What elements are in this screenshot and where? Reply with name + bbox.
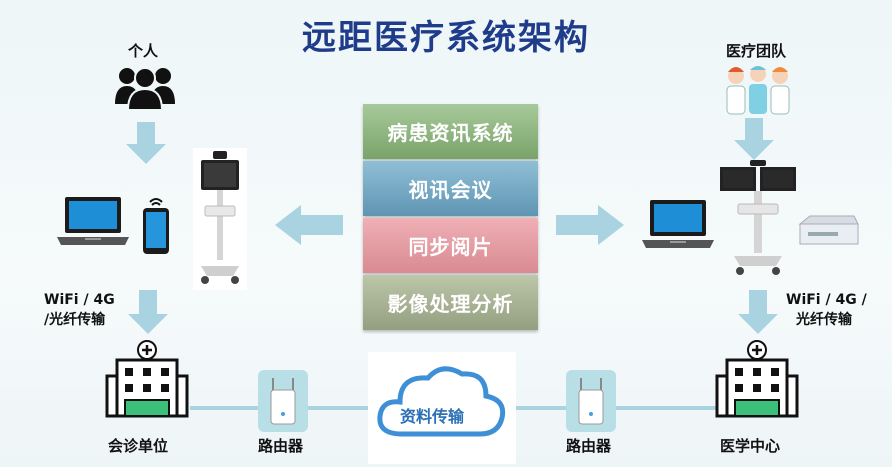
router-label: 路由器 [258,437,304,455]
wifi-4g-fiber-label: WiFi / 4G / 光纤传输 [786,290,867,330]
system-image-processing: 影像处理分析 [363,275,538,330]
dual-monitor-cart-image [718,160,798,278]
telemedicine-cart-image [193,148,247,290]
router-label: 路由器 [566,437,612,455]
router-icon [258,370,308,432]
wifi-label-line1: WiFi / 4G [44,292,115,308]
diagram-title: 远距医疗系统架构 [302,18,590,58]
person-label: 个人 [128,42,159,60]
cloud-label: 资料传输 [400,407,465,426]
laptop-icon [57,195,129,247]
system-sync-image-reading: 同步阅片 [363,218,538,273]
medical-center-label: 医学中心 [720,437,781,455]
wifi-label-line1: WiFi / 4G / [786,292,867,308]
left-arrow-icon [275,205,343,245]
down-arrow-icon [734,118,774,160]
wifi-label-line2: /光纤传输 [44,312,106,328]
people-group-icon [113,64,177,110]
wifi-4g-fiber-label: WiFi / 4G /光纤传输 [44,290,115,330]
scanner-device-icon [796,210,862,250]
medical-team-icon [722,60,794,116]
cloud-icon [368,352,516,464]
down-arrow-icon [128,290,168,334]
system-patient-info: 病患资讯系统 [363,104,538,159]
medical-team-label: 医疗团队 [726,42,787,60]
hospital-building-icon [713,340,801,420]
down-arrow-icon [126,122,166,164]
consult-unit-label: 会诊单位 [108,437,169,455]
wifi-label-line2: 光纤传输 [796,312,852,328]
laptop-icon [642,198,714,250]
router-icon [566,370,616,432]
down-arrow-icon [738,290,778,334]
smartphone-icon [140,196,172,256]
system-video-conference: 视讯会议 [363,161,538,216]
hospital-building-icon [103,340,191,420]
right-arrow-icon [556,205,624,245]
